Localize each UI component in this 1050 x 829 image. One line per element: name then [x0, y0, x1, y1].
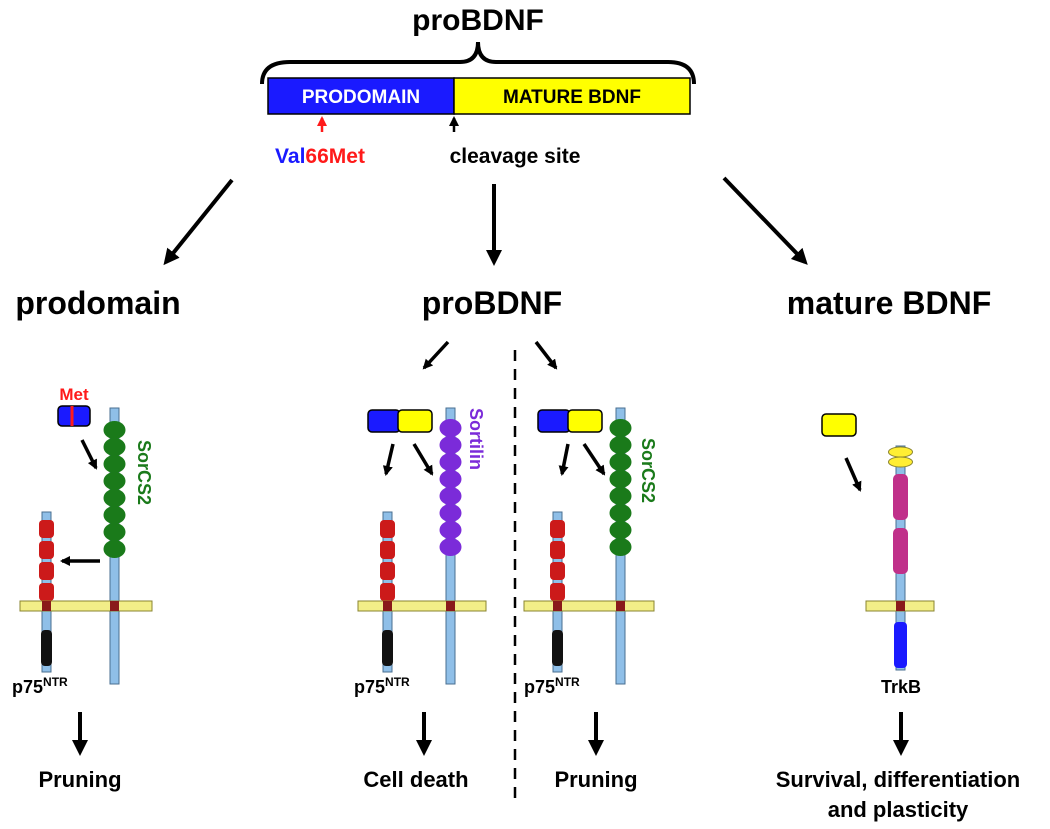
heading-mature-bdnf: mature BDNF: [787, 285, 991, 321]
trkb-kinase-domain: [894, 622, 907, 668]
sortilin-domains: [439, 419, 462, 556]
probdnf-mature-box-2: [397, 409, 433, 433]
met66-text: 66Met: [305, 145, 365, 168]
sorcs2-domains: [103, 421, 126, 558]
sorcs2-tm-3: [616, 601, 625, 611]
probdnf-mature-box-3: [567, 409, 603, 433]
val-text: Val: [275, 145, 305, 168]
trkb-label: TrkB: [881, 677, 921, 697]
p75-tm-2: [383, 601, 392, 611]
diagram-title: proBDNF: [412, 4, 544, 37]
arrow-probdnf-right: [534, 340, 558, 370]
sorcs2-label-left: SorCS2: [134, 440, 154, 505]
prodomain-label: PRODOMAIN: [302, 87, 420, 108]
outcome-pruning-1: Pruning: [38, 767, 121, 792]
membrane: [19, 600, 153, 612]
p75-tm: [42, 601, 51, 611]
arrow-to-prodomain: [163, 178, 234, 266]
mature-segment: [453, 77, 691, 115]
arrow-to-sorcs2: [80, 439, 98, 470]
sorcs2-label-right: SorCS2: [638, 438, 658, 503]
met-label: Met: [59, 385, 89, 404]
mature-label: MATURE BDNF: [503, 87, 641, 108]
p75-death-domain-3: [552, 630, 563, 666]
val66met-label: Val66Met: [275, 145, 365, 168]
panel-mature-trkb: TrkB Survival, differentiation and plast…: [776, 413, 1021, 822]
p75-domains: [39, 520, 54, 601]
outcome-survival-line1: Survival, differentiation: [776, 767, 1021, 792]
trkb-lrr-2: [888, 456, 913, 468]
p75-death-domain-2: [382, 630, 393, 666]
panel-probdnf-sortilin: Sortilin p75NTR Cell death: [354, 407, 487, 792]
trkb-lrr-1: [888, 446, 913, 458]
arrow-probdnf-left: [422, 340, 450, 370]
mature-bdnf-box: [821, 413, 857, 437]
probdnf-prodomain-box-3: [537, 409, 571, 433]
outcome-survival-line2: and plasticity: [828, 797, 969, 822]
arrow-to-p75-2: [382, 443, 395, 476]
arrow-to-sortilin: [412, 443, 434, 476]
outcome-pruning-2: Pruning: [554, 767, 637, 792]
heading-prodomain: prodomain: [15, 285, 180, 321]
trkb-tm: [896, 601, 905, 611]
arrow-to-mature: [722, 176, 808, 265]
outcome-cell-death: Cell death: [363, 767, 468, 792]
arrow-to-p75-3: [558, 443, 570, 476]
p75-death-domain: [41, 630, 52, 666]
trkb-ig-domain-2: [893, 528, 908, 574]
brace: [260, 41, 696, 85]
panel-probdnf-sorcs2: SorCS2 p75NTR Pruning: [523, 407, 658, 792]
arrow-to-trkb: [844, 457, 862, 492]
met-prodomain-box: [57, 405, 91, 427]
trkb-ig-domain-1: [893, 474, 908, 520]
sorcs2-tm: [110, 601, 119, 611]
p75-label-1: p75NTR: [12, 675, 68, 697]
p75-domains-3: [550, 520, 565, 601]
p75-label-2: p75NTR: [354, 675, 410, 697]
probdnf-prodomain-box-2: [367, 409, 401, 433]
p75-tm-3: [553, 601, 562, 611]
sortilin-label: Sortilin: [466, 408, 486, 470]
membrane-3: [523, 600, 655, 612]
panel-prodomain: Met SorCS2 p75NTR Prunin: [12, 385, 154, 792]
p75-label-3: p75NTR: [524, 675, 580, 697]
p75-domains-2: [380, 520, 395, 601]
membrane-2: [357, 600, 487, 612]
heading-probdnf: proBDNF: [422, 285, 562, 321]
cleavage-label: cleavage site: [450, 145, 581, 168]
sorcs2-domains-3: [609, 419, 632, 556]
arrow-to-sorcs2-3: [582, 443, 606, 476]
sortilin-tm: [446, 601, 455, 611]
